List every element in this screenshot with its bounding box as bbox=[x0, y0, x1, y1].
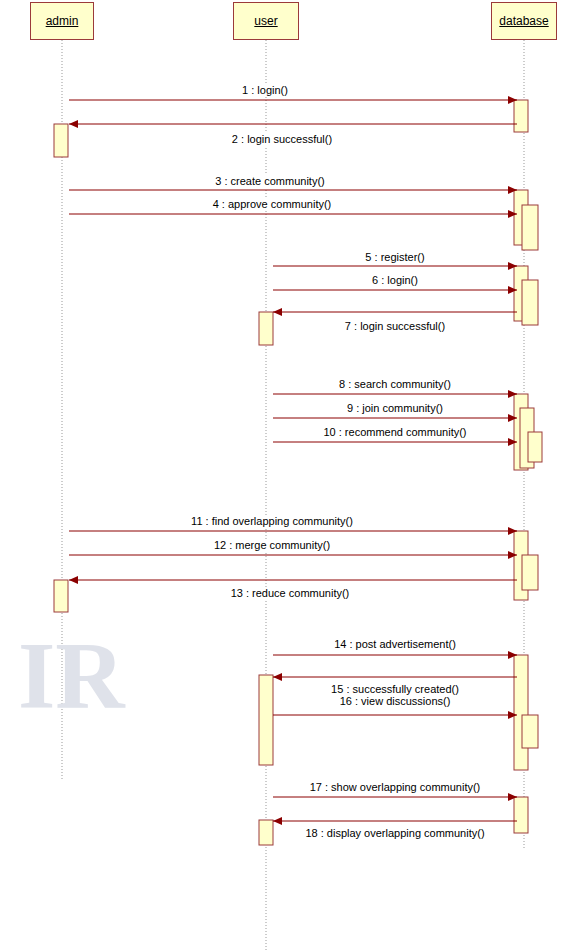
lifeline-head: user bbox=[233, 2, 299, 40]
activation-bar bbox=[514, 797, 528, 833]
message-arrow bbox=[273, 414, 517, 422]
activation-bar bbox=[54, 580, 68, 612]
activation-bar bbox=[522, 280, 538, 325]
message-arrow bbox=[69, 210, 517, 218]
lifeline-name: user bbox=[254, 14, 277, 28]
message-label: 9 : join community() bbox=[345, 402, 445, 415]
message-arrow bbox=[69, 120, 517, 128]
activation-bar bbox=[259, 675, 273, 765]
message-arrow bbox=[273, 390, 517, 398]
activation-bar bbox=[522, 715, 538, 748]
lifeline-name: database bbox=[499, 14, 548, 28]
activation-bar bbox=[522, 555, 538, 590]
message-label: 4 : approve community() bbox=[211, 198, 334, 211]
message-arrow bbox=[273, 308, 517, 316]
message-arrow bbox=[273, 673, 517, 681]
message-label: 17 : show overlapping community() bbox=[308, 781, 483, 794]
lifeline-head: admin bbox=[30, 2, 94, 40]
message-arrow bbox=[273, 711, 517, 719]
lifeline-head: database bbox=[491, 2, 557, 40]
message-arrow bbox=[273, 438, 517, 446]
message-arrow bbox=[69, 576, 517, 584]
message-label: 10 : recommend community() bbox=[321, 426, 468, 439]
message-arrow bbox=[273, 651, 517, 659]
message-label: 2 : login successful() bbox=[230, 133, 334, 146]
activation-bar bbox=[514, 655, 528, 770]
message-label: 12 : merge community() bbox=[212, 539, 332, 552]
message-label: 18 : display overlapping community() bbox=[303, 827, 486, 840]
activation-bar bbox=[54, 124, 68, 157]
message-arrow bbox=[69, 96, 517, 104]
message-label: 7 : login successful() bbox=[343, 320, 447, 333]
message-arrow bbox=[273, 793, 517, 801]
lifeline-name: admin bbox=[46, 14, 79, 28]
activation-bar bbox=[522, 205, 538, 250]
message-label: 14 : post advertisement() bbox=[332, 638, 458, 651]
message-label: 8 : search community() bbox=[337, 378, 453, 391]
watermark: IR bbox=[18, 628, 125, 724]
message-arrow bbox=[69, 527, 517, 535]
message-arrow bbox=[273, 817, 517, 825]
message-label: 6 : login() bbox=[370, 274, 420, 287]
message-label: 13 : reduce community() bbox=[229, 587, 352, 600]
message-label: 5 : register() bbox=[363, 251, 426, 264]
message-label: 3 : create community() bbox=[213, 175, 326, 188]
activation-bar bbox=[259, 312, 273, 345]
activation-bar bbox=[259, 820, 273, 845]
message-arrow bbox=[69, 551, 517, 559]
message-label: 11 : find overlapping community() bbox=[189, 515, 355, 528]
activation-bar bbox=[514, 100, 528, 132]
message-label: 1 : login() bbox=[240, 84, 290, 97]
message-arrow bbox=[273, 286, 517, 294]
message-label: 16 : view discussions() bbox=[338, 695, 453, 708]
activation-bar bbox=[528, 432, 542, 462]
